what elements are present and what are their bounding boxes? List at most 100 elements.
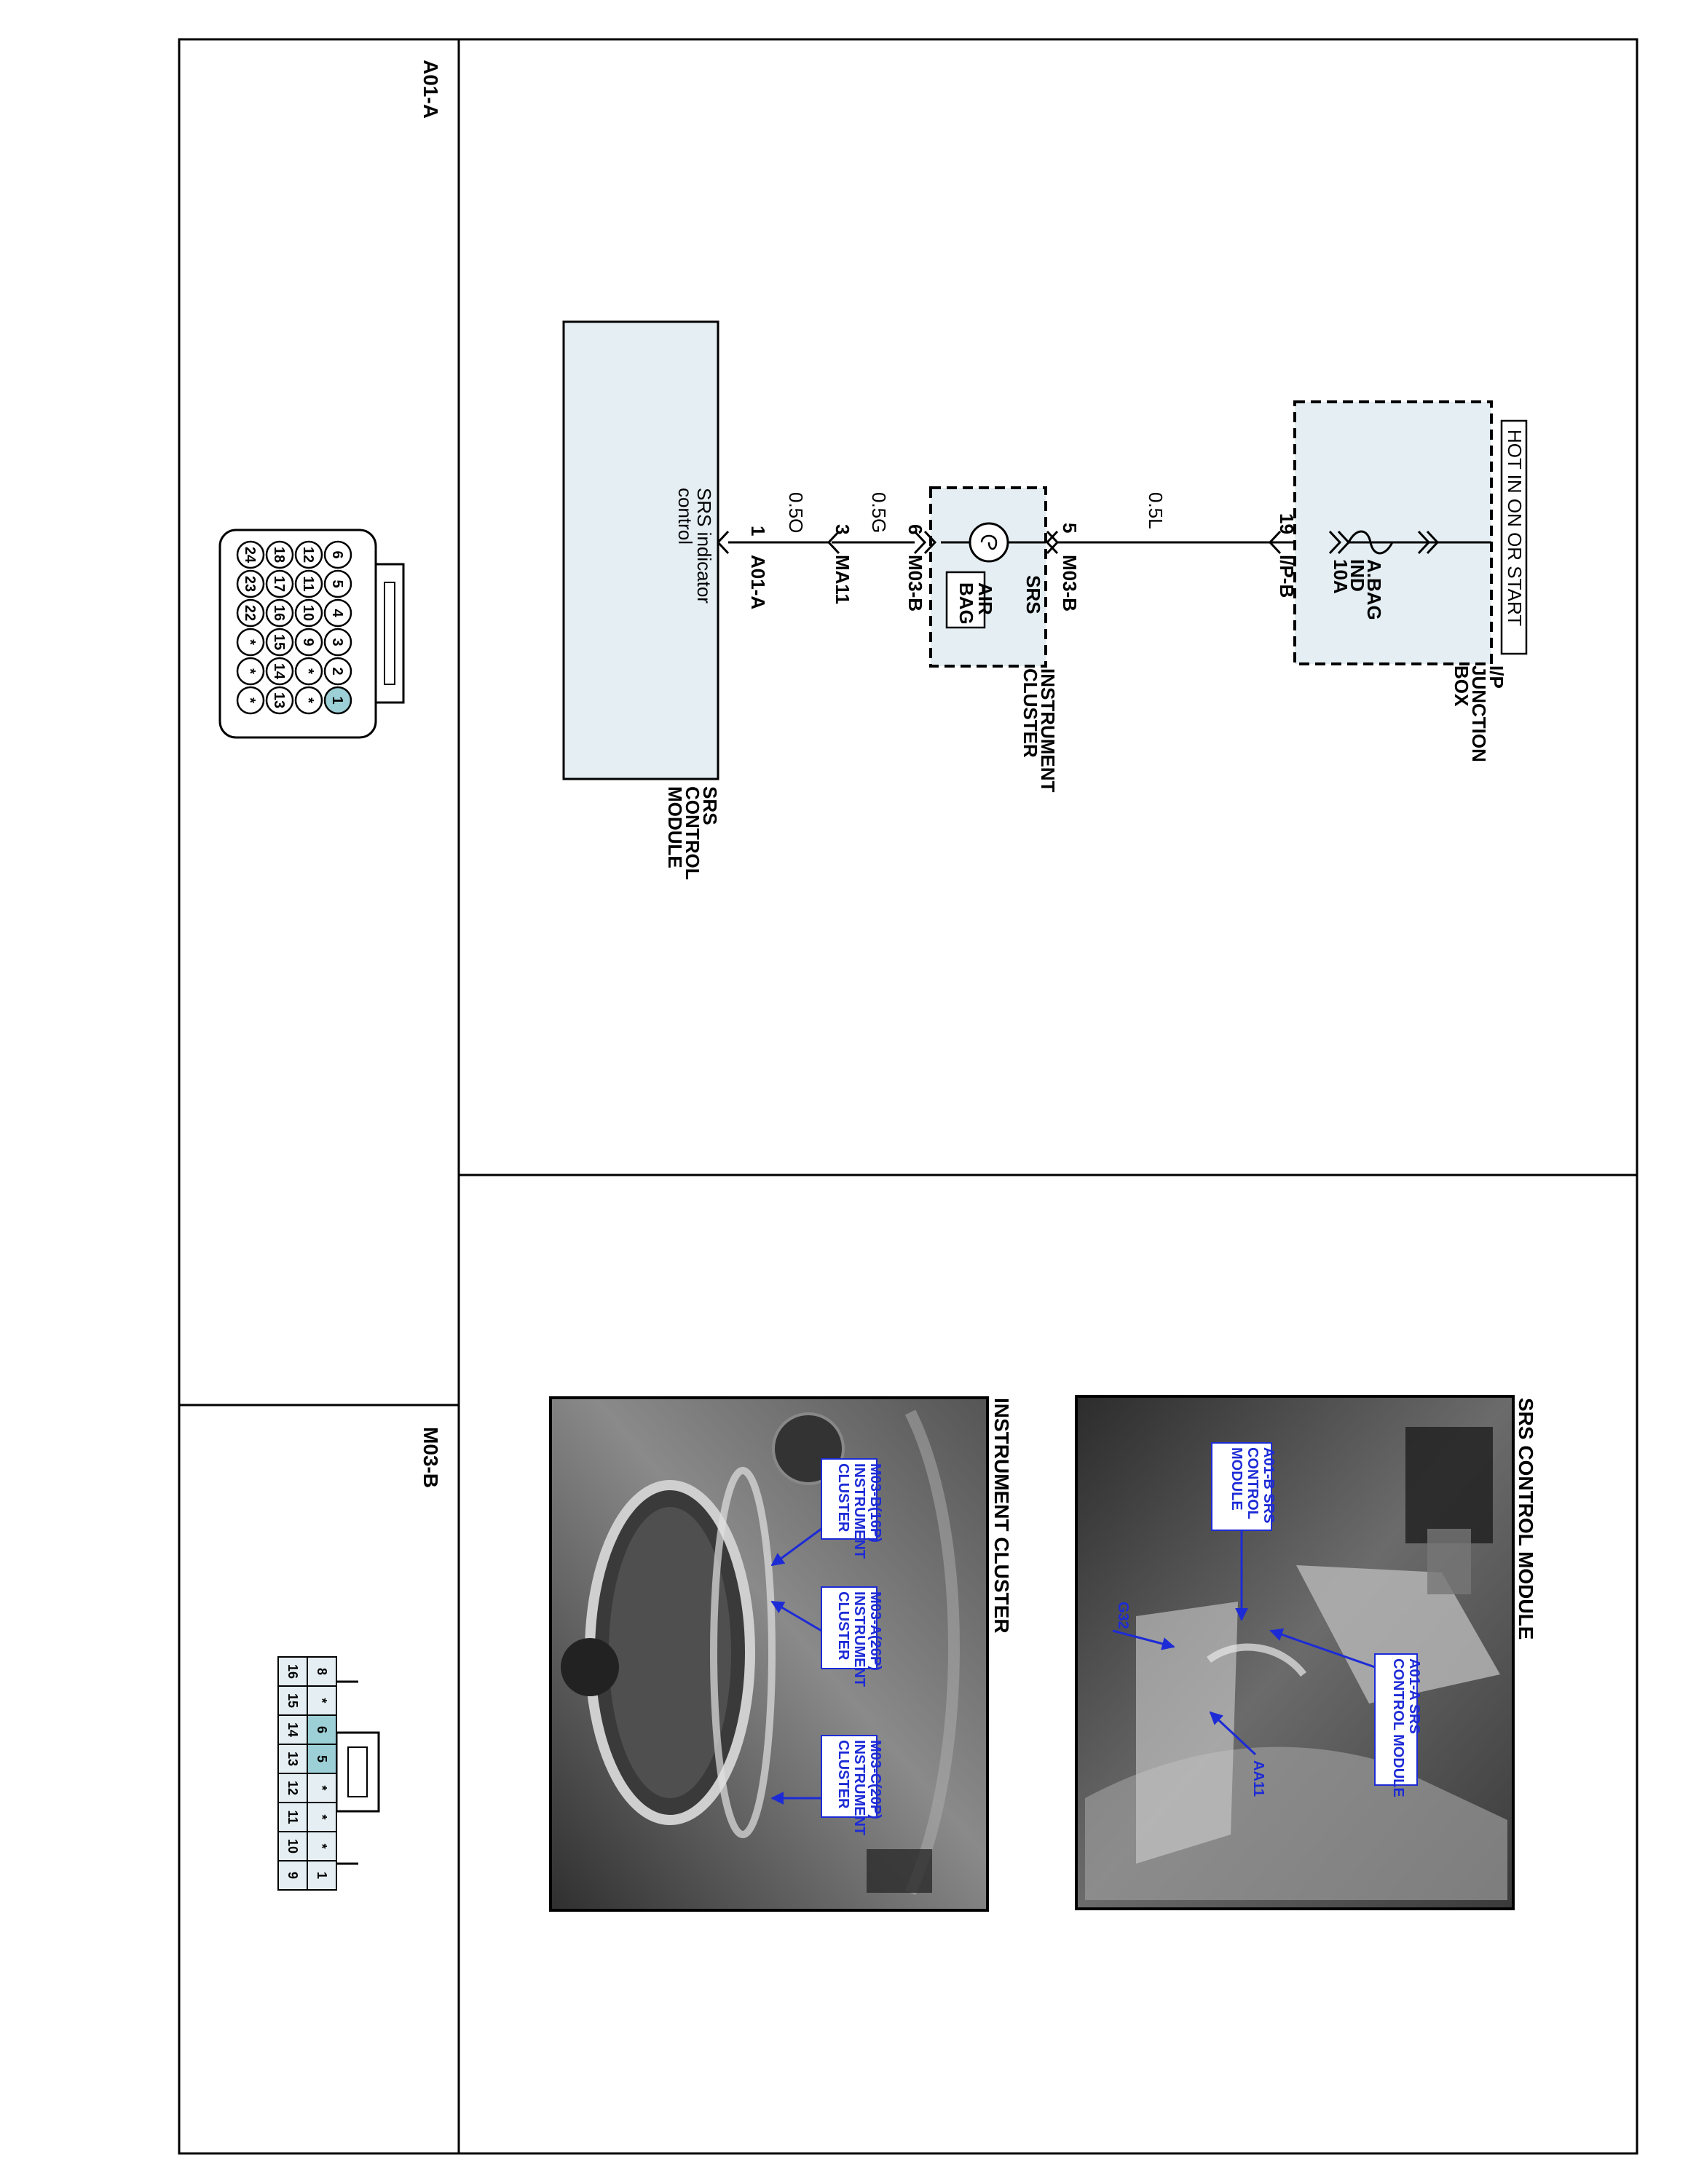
a01a-connector-icon [716, 530, 730, 555]
m03b-pin-label: * [315, 1843, 329, 1848]
g32-arrow [1112, 1629, 1175, 1650]
airbag-label-2: BAG [955, 582, 977, 625]
module-internal-1: SRS indicator [693, 488, 715, 604]
m03b-pin-label: 12 [285, 1781, 300, 1795]
a01a-pin-cell [236, 569, 265, 598]
a01a-pin-label: 12 [300, 547, 316, 563]
a01a-pin-label: 4 [329, 609, 345, 617]
m03b-pin-label: 5 [315, 1755, 329, 1762]
m03b-pin-label: 8 [315, 1668, 329, 1675]
a01a-pin-label: 5 [329, 579, 345, 587]
m03b-pin-cell [277, 1860, 308, 1891]
m03b-pin-cell [277, 1744, 308, 1774]
m03b-pin-label: 15 [285, 1693, 300, 1708]
a01a-pin-label: 11 [300, 576, 316, 591]
instrument-cluster-photo-panel: INSTRUMENT CLUSTER M03-B(16P) INSTRUMENT… [549, 1396, 1013, 1912]
m03a-callout-box [821, 1586, 877, 1669]
module-internal-2: control [674, 488, 696, 545]
m03b-pin-label: * [315, 1814, 329, 1819]
junction-box-label-1: I/P [1486, 665, 1507, 689]
a01a-pin-label: 2 [329, 667, 345, 675]
a01a-pin-label: * [242, 668, 258, 674]
a01a-pin-label: 9 [300, 638, 316, 646]
ma11-connector: MA11 [832, 555, 853, 604]
m03b-pin-cell [277, 1802, 308, 1832]
m03b-pin-label: * [315, 1785, 329, 1790]
m03b-callout-2: INSTRUMENT [851, 1463, 867, 1559]
a01a-pin-label: 6 [329, 550, 345, 558]
m03a-callout-1: M03-A(26P) [867, 1591, 883, 1671]
m03b-out-pin: 6 [904, 524, 926, 534]
airbag-label-1: AIR [974, 582, 996, 615]
srs-module-photo-panel: SRS CONTROL MODULE A01-B SRS CONTROL MOD… [1075, 1395, 1537, 1910]
m03b-arrow [770, 1527, 822, 1567]
a01a-view-title: A01-A [419, 60, 442, 119]
m03b-pin-label: 1 [315, 1872, 329, 1879]
junction-box-label-2: JUNCTION [1468, 665, 1490, 762]
g32-callout: G32 [1115, 1602, 1131, 1629]
power-label: HOT IN ON OR START [1504, 430, 1526, 626]
m03b-pin-cell [307, 1685, 337, 1716]
a01a-pin-cell [294, 569, 323, 598]
a01a-pin-cell [323, 540, 352, 569]
a01a-pin-cell [294, 598, 323, 628]
cluster-label-1: INSTRUMENT [1037, 668, 1059, 793]
a01a-pin-label: * [300, 697, 316, 703]
m03c-callout-1: M03-C(20P) [867, 1740, 883, 1819]
module-name-1: SRS [699, 786, 721, 825]
a01a-pin-cell [294, 628, 323, 657]
a01a-pin-cell [236, 657, 265, 686]
m03b-pin-label: 14 [285, 1722, 300, 1737]
srs-photo-title: SRS CONTROL MODULE [1515, 1398, 1537, 1639]
a01a-pin-cell [323, 598, 352, 628]
a01a-pin-cell [265, 569, 294, 598]
a01a-pin-label: 3 [329, 638, 345, 646]
cluster-photo-title: INSTRUMENT CLUSTER [990, 1398, 1013, 1634]
ip-junction-box [1293, 400, 1493, 665]
a01a-callout-1: A01-A SRS [1406, 1658, 1422, 1734]
a01a-pin-cell [236, 628, 265, 657]
m03b-pin-cell [277, 1656, 308, 1687]
a01a-pin-cell [265, 540, 294, 569]
a01a-pin-label: 16 [271, 605, 287, 621]
wire-2-label: 0.5G [868, 492, 890, 533]
a01b-callout-3: MODULE [1228, 1447, 1245, 1511]
aa11-callout: AA11 [1250, 1760, 1266, 1797]
m03b-pin-cell [277, 1714, 308, 1745]
m03b-pin-label: 10 [285, 1839, 300, 1853]
a01a-pin-cell [265, 657, 294, 686]
instrument-cluster-photo [549, 1396, 989, 1912]
m03b-pin-cell [307, 1802, 337, 1832]
a01a-connector-view: A01-A 123456**9101112131415161718***2223… [218, 60, 442, 739]
a01a-pin-label: 22 [242, 605, 258, 621]
m03b-pin-cell [307, 1831, 337, 1861]
a01a-pin-cell [294, 540, 323, 569]
a01a-pin-label: * [242, 697, 258, 703]
ma11-pin: 3 [832, 524, 853, 534]
m03b-in-connector: M03-B [1059, 555, 1081, 612]
m03b-view-title: M03-B [419, 1427, 442, 1488]
a01a-pin-label: 10 [300, 605, 316, 621]
ipb-pin: 19 [1276, 513, 1298, 534]
a01a-pin-label: 17 [271, 576, 287, 592]
a01a-pin-cell [323, 569, 352, 598]
m03b-pin-label: 9 [285, 1872, 300, 1879]
a01a-arrow [1269, 1628, 1376, 1669]
m03c-callout-3: CLUSTER [835, 1740, 851, 1809]
m03b-pin-label: 16 [285, 1664, 300, 1679]
m03c-callout-box [821, 1735, 877, 1818]
a01a-pin-label: 14 [271, 663, 287, 680]
fuse-label-3: 10A [1330, 559, 1352, 594]
aa11-arrow [1209, 1711, 1257, 1756]
srs-control-module-box [562, 320, 719, 780]
power-label-box [1500, 419, 1528, 655]
m03a-arrow [770, 1600, 822, 1632]
a01a-pin-cell [294, 686, 323, 715]
wire-1-label: 0.5L [1145, 492, 1167, 529]
a01a-pin-cell [236, 540, 265, 569]
a01a-callout-2: CONTROL MODULE [1390, 1658, 1406, 1797]
